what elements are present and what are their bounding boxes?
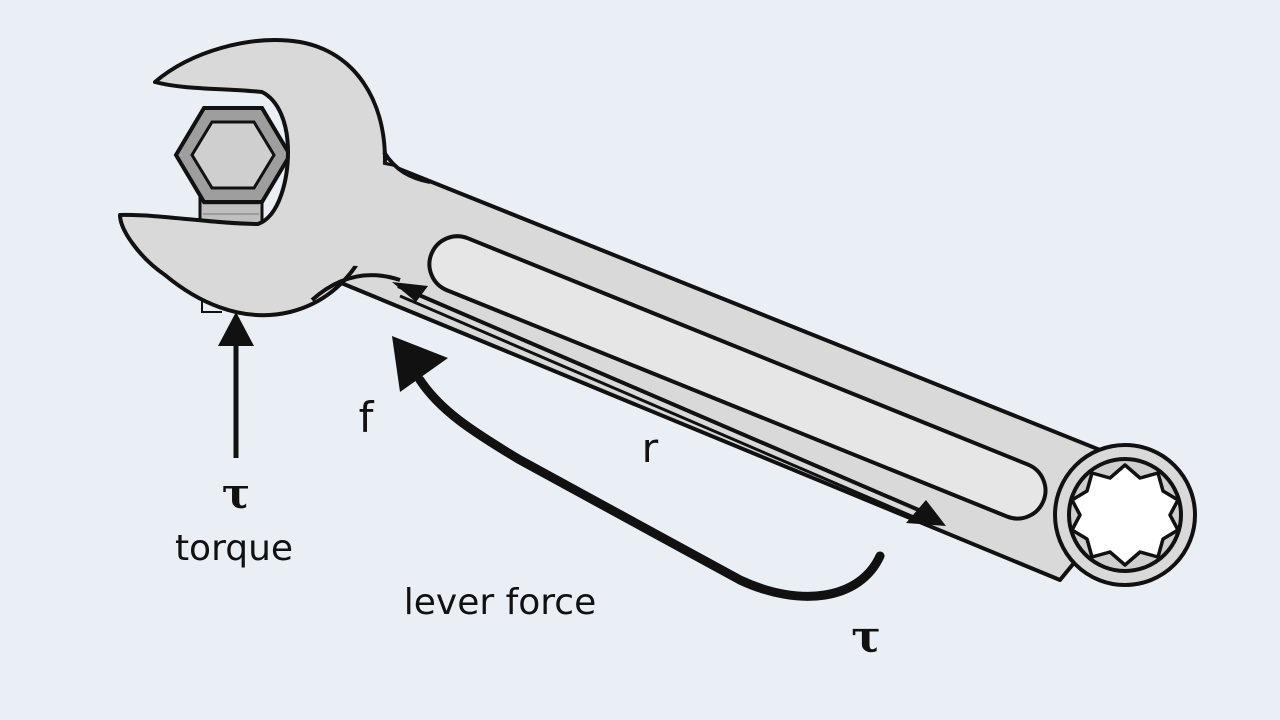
force-symbol: f xyxy=(359,393,375,442)
torque-symbol-right: τ xyxy=(851,612,881,663)
lever-force-label: lever force xyxy=(404,582,597,623)
radius-symbol: r xyxy=(642,426,659,472)
force-arrow xyxy=(392,336,885,601)
twelve-point-socket-icon xyxy=(1067,457,1183,573)
lever-arm-start-arrow xyxy=(392,282,428,302)
lever-arm-indicator xyxy=(392,282,946,526)
torque-arrow xyxy=(218,312,254,458)
torque-contact-mark xyxy=(201,300,222,313)
wrench-handle-recess xyxy=(427,234,1048,521)
hex-nut-icon xyxy=(173,106,293,234)
lever-arm-end-arrow xyxy=(906,500,946,526)
torque-symbol-left: τ xyxy=(222,469,250,518)
wrench-icon xyxy=(118,38,1197,587)
torque-label: torque xyxy=(175,528,293,569)
